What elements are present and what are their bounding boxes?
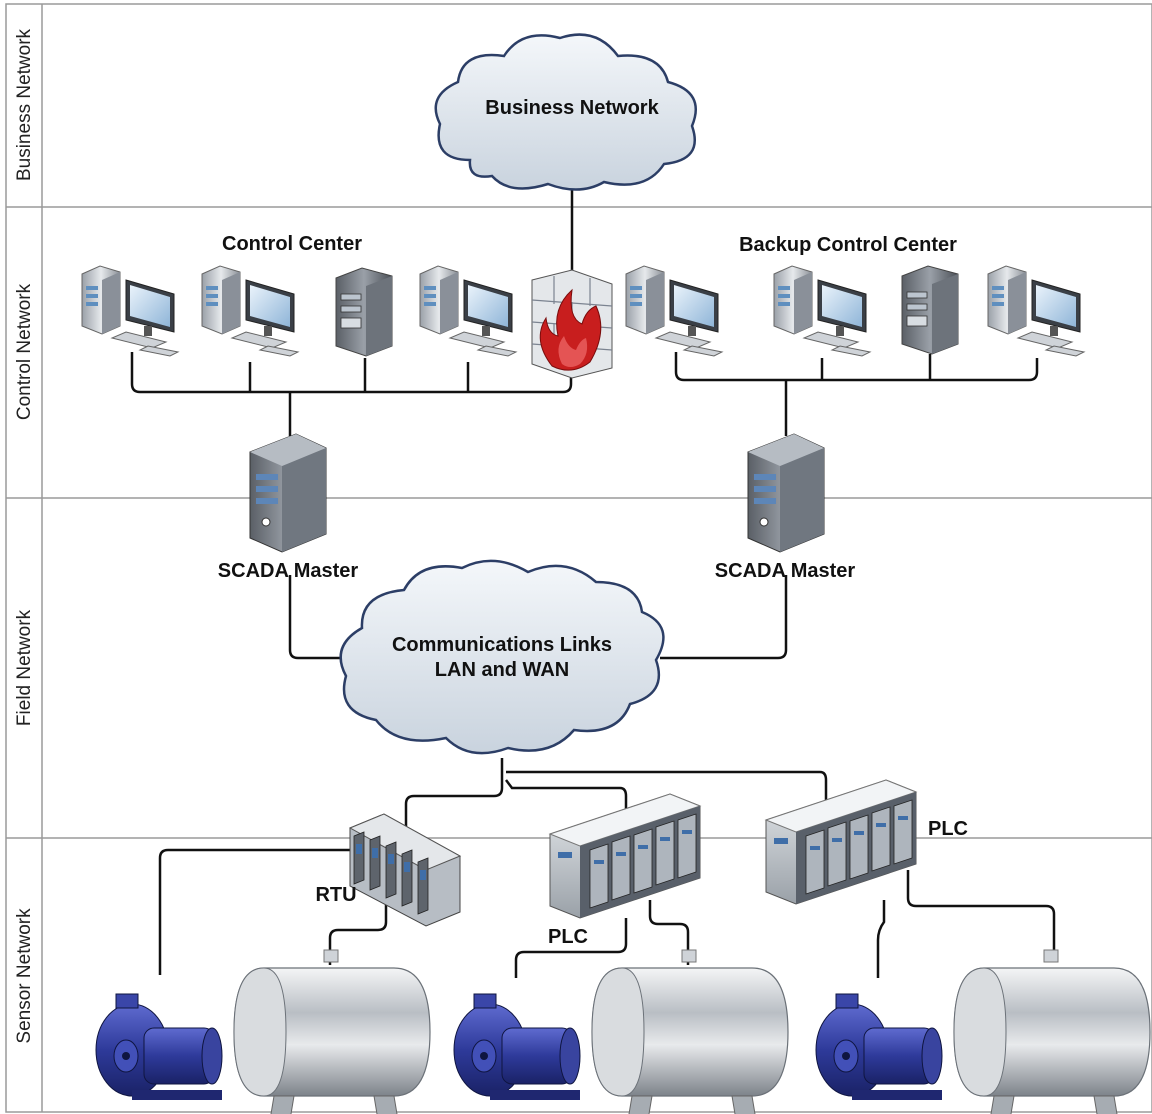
pump-icon bbox=[95, 993, 223, 1101]
communications-cloud: Communications Links LAN and WAN bbox=[339, 559, 665, 755]
business-network-cloud: Business Network bbox=[434, 33, 697, 191]
scada-master-left-label: SCADA Master bbox=[218, 560, 359, 582]
pump-icon bbox=[453, 993, 581, 1101]
tank-icon bbox=[591, 949, 789, 1114]
workstation-icon bbox=[773, 265, 871, 357]
server-tower-icon bbox=[901, 265, 959, 355]
backup-control-center-label: Backup Control Center bbox=[739, 234, 957, 256]
lane-label-business: Business Network bbox=[14, 28, 35, 181]
rtu-icon bbox=[348, 813, 462, 927]
pump-icon bbox=[815, 993, 943, 1101]
firewall-icon bbox=[531, 269, 613, 379]
connector-lines bbox=[130, 188, 1056, 978]
server-tower-icon bbox=[335, 267, 393, 357]
tank-icon bbox=[953, 949, 1151, 1114]
lane-label-field: Field Network bbox=[14, 609, 35, 726]
plc-rack-icon bbox=[549, 793, 701, 919]
lane-grid bbox=[5, 3, 1152, 1113]
scada-server-icon bbox=[747, 433, 825, 553]
communications-cloud-line2: LAN and WAN bbox=[435, 659, 569, 681]
lane-label-control: Control Network bbox=[14, 283, 35, 420]
workstation-icon bbox=[987, 265, 1085, 357]
plc-rack-icon bbox=[765, 779, 917, 905]
workstation-icon bbox=[81, 265, 179, 357]
scada-server-icon bbox=[249, 433, 327, 553]
plc-right-label: PLC bbox=[928, 818, 968, 840]
workstation-icon bbox=[625, 265, 723, 357]
communications-cloud-line1: Communications Links bbox=[392, 634, 612, 656]
workstation-icon bbox=[419, 265, 517, 357]
scada-master-right-label: SCADA Master bbox=[715, 560, 856, 582]
plc-middle-label: PLC bbox=[548, 926, 588, 948]
rtu-label: RTU bbox=[315, 884, 356, 906]
workstation-icon bbox=[201, 265, 299, 357]
control-center-label: Control Center bbox=[222, 233, 362, 255]
lane-label-sensor: Sensor Network bbox=[14, 908, 35, 1044]
tank-icon bbox=[233, 949, 431, 1114]
business-cloud-label: Business Network bbox=[485, 97, 659, 119]
